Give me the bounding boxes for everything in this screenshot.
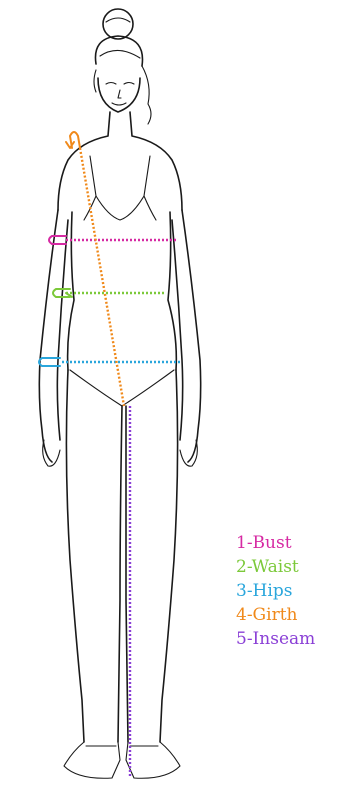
arms bbox=[39, 210, 200, 466]
legend-hips: 3-Hips bbox=[236, 579, 315, 603]
u-turn-arrow-icon bbox=[66, 132, 80, 148]
legend-inseam: 5-Inseam bbox=[236, 627, 315, 651]
measurement-legend: 1-Bust 2-Waist 3-Hips 4-Girth 5-Inseam bbox=[236, 531, 315, 651]
u-turn-arrow-icon bbox=[39, 358, 60, 366]
u-turn-arrow-icon bbox=[49, 236, 66, 244]
girth-line bbox=[80, 148, 124, 406]
legend-bust: 1-Bust bbox=[236, 531, 315, 555]
legs bbox=[64, 370, 180, 778]
head bbox=[94, 9, 151, 124]
legend-waist: 2-Waist bbox=[236, 555, 315, 579]
legend-girth: 4-Girth bbox=[236, 603, 315, 627]
